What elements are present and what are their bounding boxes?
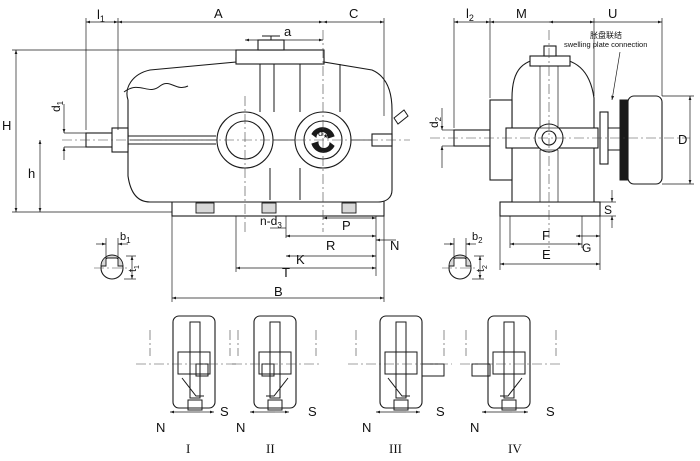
type4-housing (487, 315, 531, 409)
lifting-lug-left (123, 82, 189, 93)
type4-label-N: N (470, 420, 479, 435)
type3-input-shaft (393, 399, 409, 411)
keyway-hatch-1 (100, 254, 124, 267)
oil-dipstick (393, 109, 409, 125)
type1-output-hub (195, 363, 209, 377)
type4-shaft-vertical (503, 321, 515, 399)
label-d1: d1 (49, 100, 65, 112)
label-K: K (296, 252, 305, 267)
label-l1: l1 (97, 7, 105, 24)
assembly-type-1: N S I (136, 315, 238, 456)
type1-roman: I (186, 441, 190, 456)
label-P: P (342, 218, 351, 233)
hollow-shaft-mark-bottom (311, 141, 335, 153)
type4-gear-block (492, 351, 526, 375)
type1-shaft-vertical (189, 321, 201, 399)
label-B: B (274, 284, 283, 299)
type1-label-N: N (156, 420, 165, 435)
hollow-shaft-mark-top (311, 127, 335, 139)
label-b1: b1 (120, 231, 131, 245)
type1-bevel (181, 377, 204, 397)
type4-input-shaft (501, 399, 517, 411)
label-T: T (282, 265, 290, 280)
breather-cap (257, 39, 285, 51)
assembly-type-2: N S II (232, 315, 322, 456)
type2-roman: II (266, 441, 275, 456)
foot-pad-3 (341, 202, 357, 214)
label-d2: d2 (427, 116, 443, 128)
type2-label-N: N (236, 420, 245, 435)
type3-output-shaft (421, 363, 445, 377)
top-cover (235, 49, 325, 65)
type2-shaft-vertical (269, 321, 281, 399)
label-R: R (326, 238, 335, 253)
label-a: a (284, 24, 292, 39)
label-S: S (604, 203, 612, 217)
side-base (499, 201, 601, 217)
type3-gear-block (384, 351, 418, 375)
assembly-type-4: N S IV (460, 315, 562, 456)
type2-housing (253, 315, 297, 409)
keyway-detail-2: b2 t2 (442, 231, 489, 280)
side-view: l2 M U 胀盘联结 swelling plate connection D … (427, 6, 694, 280)
type3-label-S: S (436, 404, 445, 419)
type3-roman: III (389, 441, 402, 456)
type4-label-S: S (546, 404, 555, 419)
side-rib-bottom (539, 149, 559, 203)
type1-gear-block (177, 351, 211, 375)
side-cover (529, 55, 571, 67)
annotation-leader (611, 51, 621, 101)
type2-input-shaft (267, 399, 283, 411)
type1-label-S: S (220, 404, 229, 419)
label-h: h (28, 166, 35, 181)
annotation-english: swelling plate connection (564, 40, 647, 49)
label-M: M (516, 6, 527, 21)
label-A: A (214, 6, 223, 21)
label-C: C (349, 6, 358, 21)
label-H: H (2, 118, 11, 133)
type1-input-shaft (187, 399, 203, 411)
label-t1: t1 (127, 265, 141, 272)
label-b2: b2 (472, 231, 483, 245)
swelling-plate-housing (627, 95, 663, 185)
annotation-chinese: 胀盘联结 (590, 30, 622, 40)
type3-shaft-vertical (395, 321, 407, 399)
type1-housing (172, 315, 216, 409)
label-N: N (390, 238, 399, 253)
label-F: F (542, 228, 550, 243)
type3-label-N: N (362, 420, 371, 435)
side-breather (543, 45, 557, 57)
foot-pad-1 (195, 202, 215, 214)
type4-roman: IV (508, 441, 522, 456)
type4-output-shaft (471, 363, 491, 377)
label-d-center: d★ (318, 128, 328, 140)
keyway-hatch-2 (448, 254, 472, 267)
type2-bevel (266, 377, 289, 397)
type3-bevel (387, 377, 410, 397)
type3-housing (379, 315, 423, 409)
label-E: E (542, 247, 551, 262)
front-view: l1 A C a H h d1 d★ n-d3 P R N K T B b1 t… (2, 6, 410, 302)
label-D: D (678, 132, 687, 147)
type2-gear-block (258, 351, 292, 375)
foot-pad-2 (261, 202, 277, 214)
label-U: U (608, 6, 617, 21)
keyway-detail-1: b1 t1 (94, 231, 141, 280)
swelling-plate-disc (619, 99, 629, 181)
label-G: G (582, 241, 591, 255)
label-t2: t2 (475, 265, 489, 272)
assembly-type-3: N S III (348, 315, 452, 456)
label-l2: l2 (466, 6, 474, 23)
type2-label-S: S (308, 404, 317, 419)
label-n-d3: n-d3 (260, 214, 282, 230)
type4-bevel (500, 377, 523, 397)
